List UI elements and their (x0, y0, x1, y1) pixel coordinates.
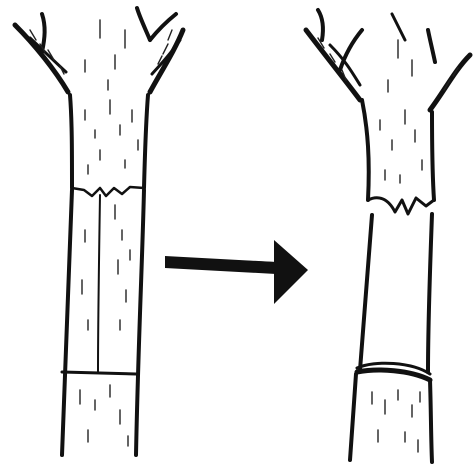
tree-before-branches (15, 8, 183, 92)
arrow-right (165, 240, 308, 304)
tree-before-upper-trunk (70, 20, 148, 188)
tree-after-branches (306, 10, 470, 110)
tree-after-upper-trunk (362, 40, 434, 200)
tree-after-scion (360, 214, 432, 372)
tree-before (15, 8, 183, 455)
tree-before-lower-trunk (62, 190, 144, 455)
graft-joint-before (72, 187, 144, 196)
graft-joint-after (368, 198, 434, 214)
tree-after-rootstock (350, 363, 432, 462)
arrow-shaft (165, 256, 276, 274)
tree-after (306, 10, 470, 462)
arrow-head (274, 240, 308, 304)
